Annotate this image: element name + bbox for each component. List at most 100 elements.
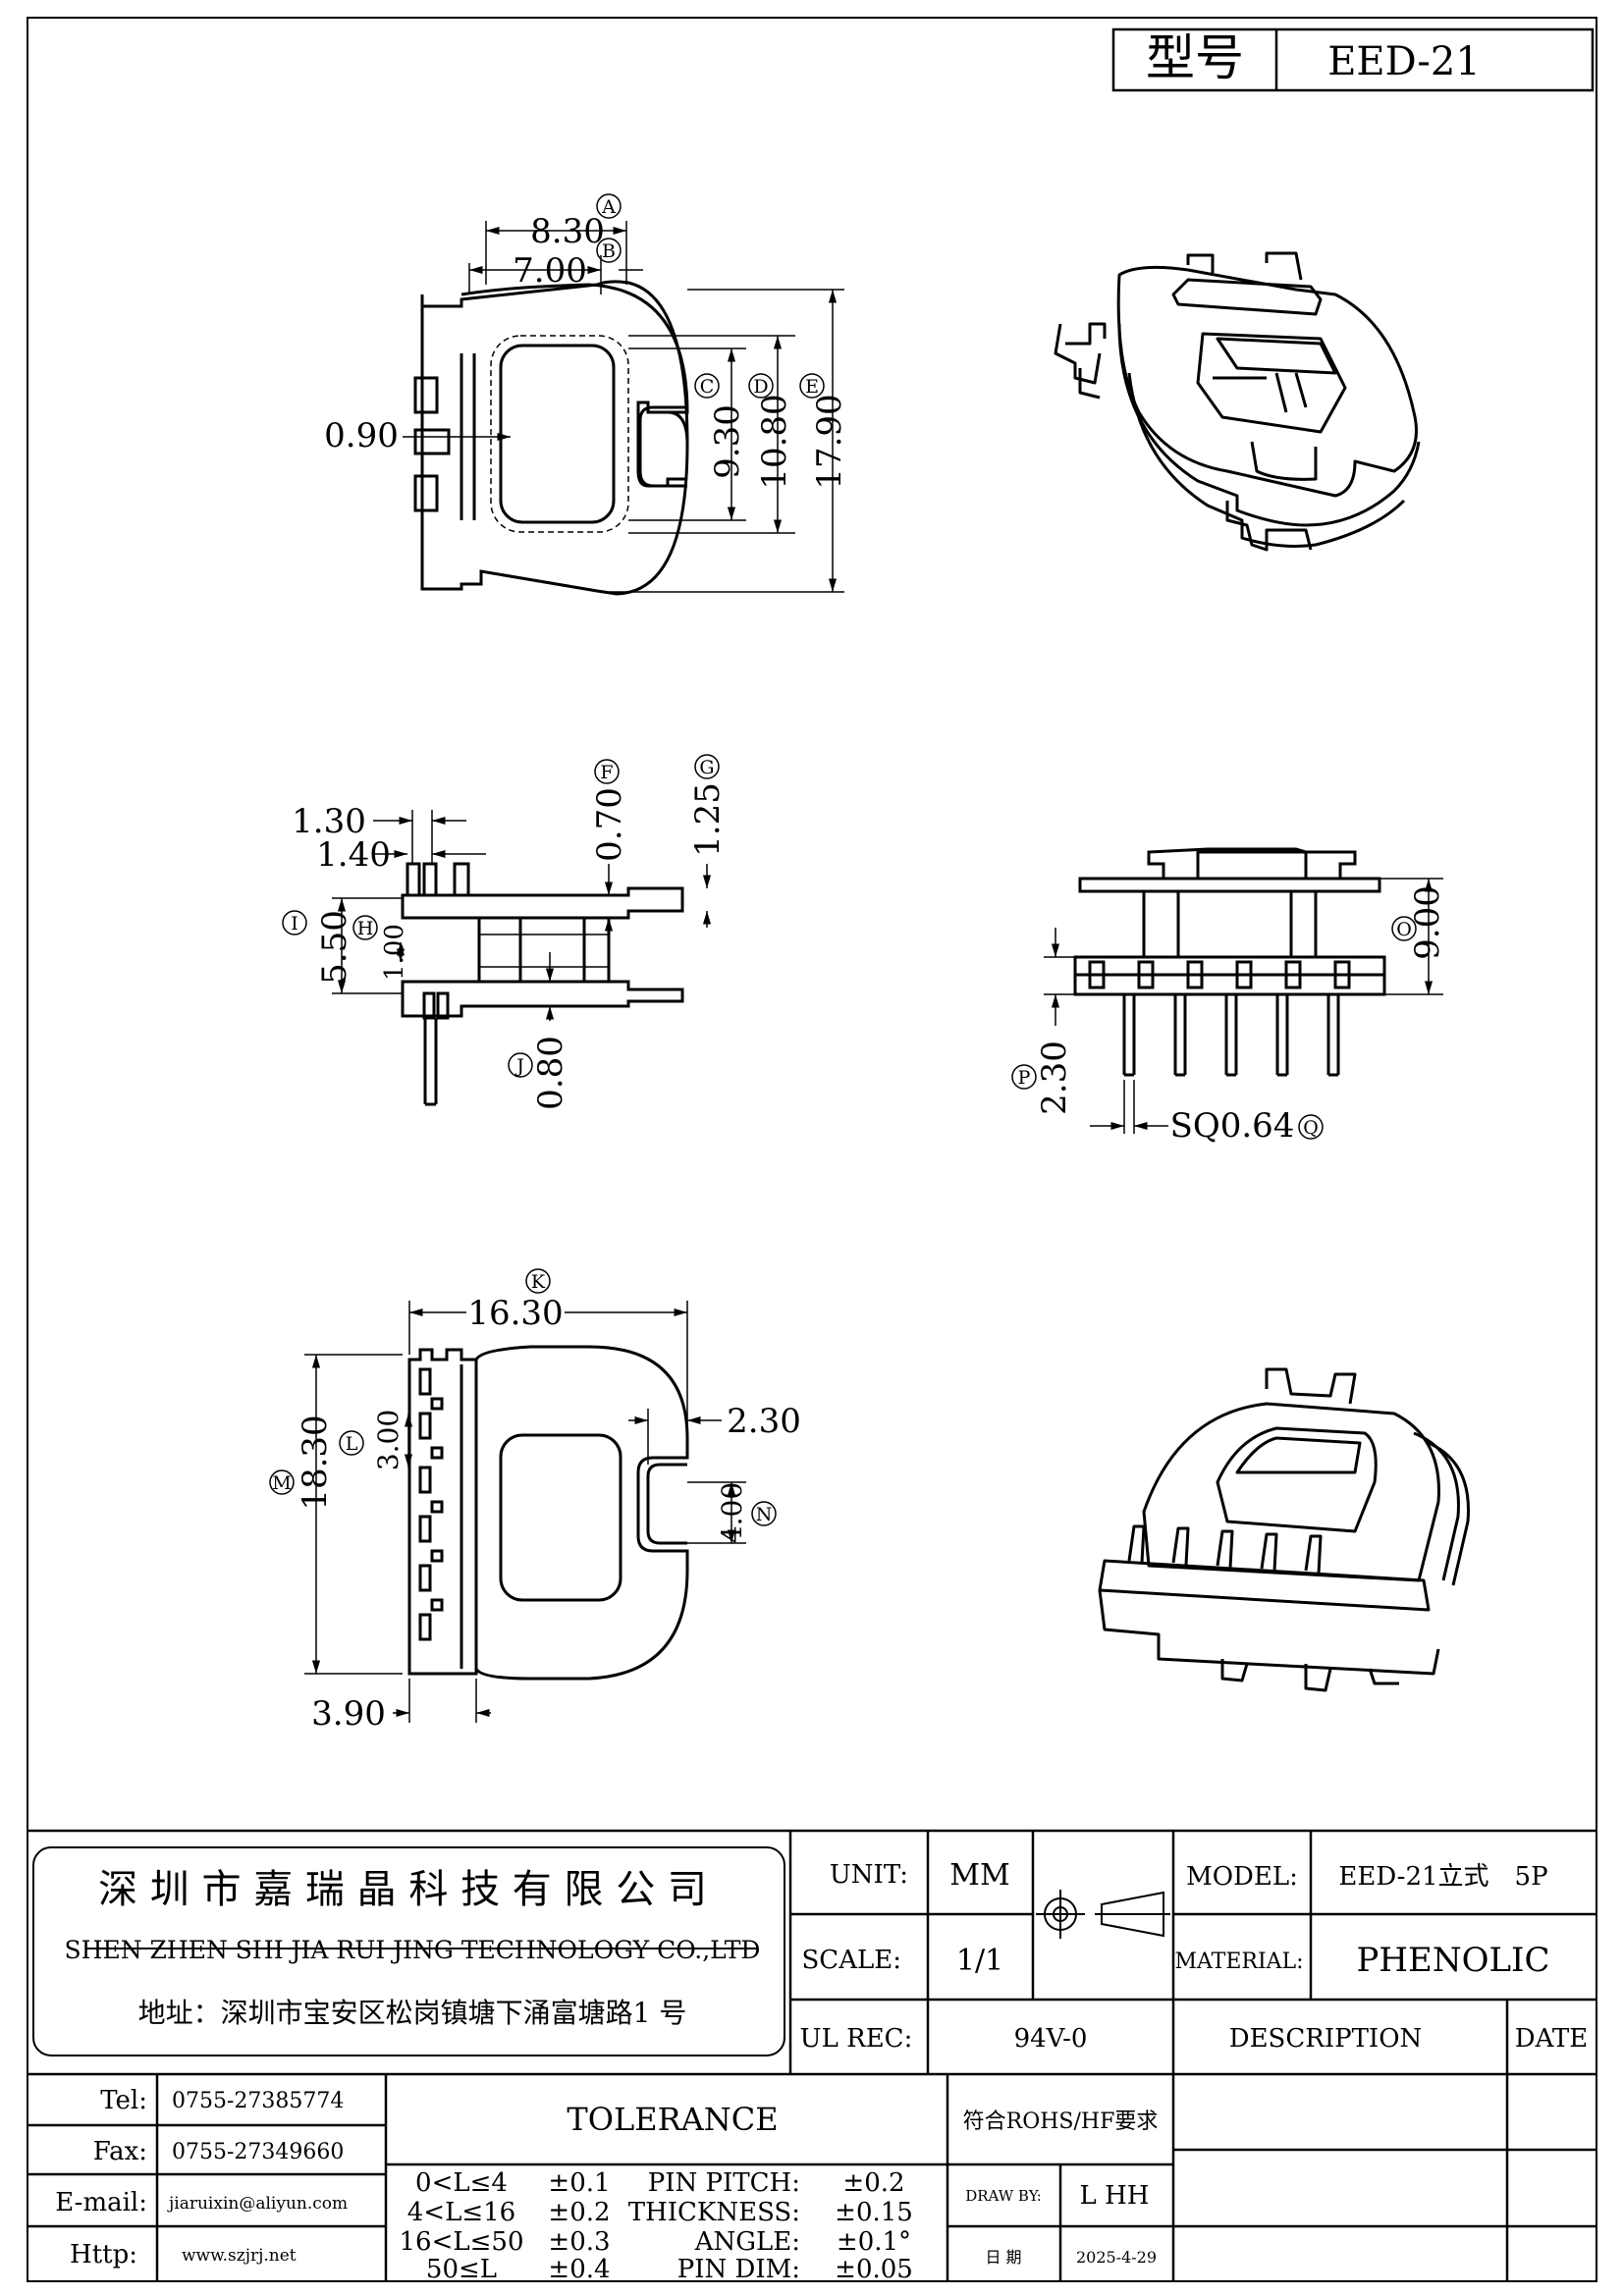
svg-text:M: M <box>272 1472 291 1494</box>
top-view-slot <box>638 405 687 488</box>
tol-value-0: ±0.1 <box>548 2168 610 2198</box>
fax-label: Fax: <box>93 2137 147 2166</box>
tol-value-1: ±0.2 <box>548 2198 610 2227</box>
side-view-dim-text: 1.30 1.40 0.70 1.25 5.50 1.00 0.80 <box>292 782 728 1110</box>
svg-text:P: P <box>1018 1067 1031 1089</box>
dim-10-80: 10.80 <box>755 394 794 489</box>
email-label: E-mail: <box>55 2188 147 2217</box>
svg-text:H: H <box>357 918 374 939</box>
svg-text:O: O <box>1396 919 1412 940</box>
spec-value-1: ±0.15 <box>835 2198 913 2227</box>
date-value: 2025-4-29 <box>1076 2248 1157 2267</box>
title-block-text: 深 圳 市 嘉 瑞 晶 科 技 有 限 公 司 SHEN ZHEN SHI JI… <box>55 1858 1588 2284</box>
bottom-view-labels: K L M N <box>269 1268 777 1526</box>
spec-label-0: PIN PITCH: <box>648 2168 800 2198</box>
model-value: EED-21立式 5P <box>1338 1862 1547 1892</box>
front-view-dimensions <box>1044 878 1443 1134</box>
side-view-labels: F G I H J <box>282 754 720 1078</box>
svg-text:I: I <box>291 913 298 934</box>
date-cn-label: 日 期 <box>985 2248 1021 2267</box>
tol-value-3: ±0.4 <box>548 2255 610 2284</box>
dim-0-80: 0.80 <box>531 1036 570 1110</box>
bottom-view <box>407 1345 689 1681</box>
svg-text:A: A <box>601 196 616 218</box>
top-view-outer-c <box>460 283 689 488</box>
dim-3-90: 3.90 <box>311 1694 386 1734</box>
dim-8-30: 8.30 <box>530 212 605 251</box>
tol-range-2: 16<L≤50 <box>399 2227 523 2257</box>
company-name-en: SHEN ZHEN SHI JIA RUI JING TECHNOLOGY CO… <box>65 1936 761 1964</box>
ul-rec-label: UL REC: <box>800 2024 913 2054</box>
dim-18-30: 18.30 <box>296 1415 335 1510</box>
draw-by-value: L HH <box>1080 2181 1150 2211</box>
scale-label: SCALE: <box>802 1946 902 1975</box>
dim-2-30-pin: 2.30 <box>1035 1041 1074 1115</box>
bottom-view-dim-text: 16.30 2.30 18.30 3.00 4.00 3.90 <box>296 1294 801 1734</box>
scale-value: 1/1 <box>956 1944 1003 1978</box>
description-label: DESCRIPTION <box>1229 2024 1423 2054</box>
dim-16-30: 16.30 <box>467 1294 563 1333</box>
spec-label-3: PIN DIM: <box>677 2255 800 2284</box>
top-view-window-dashed <box>490 335 629 533</box>
http-label: Http: <box>70 2240 137 2269</box>
dim-4-00: 4.00 <box>716 1482 748 1543</box>
model-header: 型号 EED-21 <box>1111 27 1595 92</box>
svg-text:B: B <box>602 240 616 262</box>
svg-text:K: K <box>531 1271 546 1293</box>
dim-7-00: 7.00 <box>513 251 587 291</box>
dim-1-40: 1.40 <box>316 835 391 875</box>
top-view-labels: A B C D E <box>596 193 825 399</box>
tol-range-3: 50≤L <box>426 2255 497 2284</box>
dim-17-90: 17.90 <box>810 394 849 489</box>
tol-range-0: 0<L≤4 <box>415 2168 508 2198</box>
front-view-labels: O P Q <box>1011 916 1417 1140</box>
front-view-dim-text: 9.00 2.30 SQ0.64 <box>1035 885 1447 1146</box>
unit-value: MM <box>949 1858 1009 1893</box>
svg-text:G: G <box>699 757 714 778</box>
model-label: MODEL: <box>1186 1862 1298 1892</box>
svg-text:J: J <box>514 1055 524 1077</box>
side-view <box>401 862 684 1106</box>
svg-text:E: E <box>805 376 819 398</box>
dim-1-25: 1.25 <box>688 782 728 857</box>
svg-text:D: D <box>753 376 768 398</box>
model-header-label: 型号 <box>1146 29 1244 86</box>
isometric-view-top <box>1054 251 1421 552</box>
http-value: www.szjrj.net <box>182 2246 297 2266</box>
spec-value-0: ±0.2 <box>842 2168 904 2198</box>
dim-5-50: 5.50 <box>315 910 354 985</box>
svg-text:F: F <box>600 762 613 783</box>
top-view <box>413 280 689 596</box>
isometric-view-bottom <box>1098 1367 1470 1692</box>
drawing-border <box>27 17 1597 2282</box>
title-block <box>27 1829 1596 2281</box>
dim-9-30: 9.30 <box>708 404 747 479</box>
front-view <box>1073 847 1386 1077</box>
svg-text:N: N <box>756 1504 773 1525</box>
dim-1-30: 1.30 <box>292 802 366 841</box>
company-address: 地址：深圳市宝安区松岗镇塘下涌富塘路1 号 <box>138 1997 687 2029</box>
tol-range-1: 4<L≤16 <box>407 2198 515 2227</box>
top-view-window <box>499 344 616 524</box>
top-view-dimensions <box>403 221 844 593</box>
svg-text:L: L <box>346 1433 358 1455</box>
spec-label-2: ANGLE: <box>694 2227 800 2257</box>
tel-value: 0755-27385774 <box>172 2089 344 2113</box>
tolerance-title: TOLERANCE <box>567 2101 778 2138</box>
dim-3-00: 3.00 <box>372 1410 405 1470</box>
tol-value-2: ±0.3 <box>548 2227 610 2257</box>
fax-value: 0755-27349660 <box>172 2140 344 2164</box>
svg-text:Q: Q <box>1303 1117 1319 1139</box>
projection-symbol-icon <box>1036 1890 1170 1939</box>
dim-sq0-64: SQ0.64 <box>1170 1106 1295 1146</box>
draw-by-label: DRAW BY: <box>965 2187 1042 2205</box>
material-value: PHENOLIC <box>1357 1941 1550 1980</box>
company-name-cn: 深 圳 市 嘉 瑞 晶 科 技 有 限 公 司 <box>98 1867 707 1912</box>
svg-text:C: C <box>700 376 715 398</box>
top-view-dim-text: 8.30 7.00 0.90 9.30 10.80 17.90 <box>324 212 849 490</box>
spec-label-1: THICKNESS: <box>628 2198 800 2227</box>
tel-label: Tel: <box>100 2086 147 2115</box>
ul-rec-value: 94V-0 <box>1014 2024 1088 2054</box>
spec-value-3: ±0.05 <box>835 2255 913 2284</box>
